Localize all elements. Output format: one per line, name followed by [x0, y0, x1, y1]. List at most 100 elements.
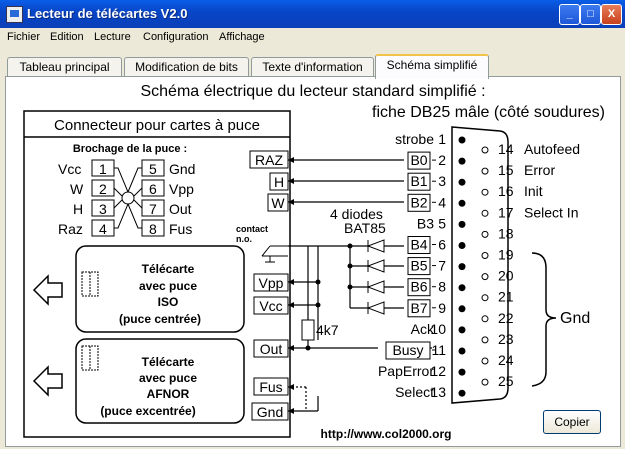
db25-bit-label: B4 — [410, 237, 427, 253]
chip-name-out: Out — [169, 201, 192, 217]
signal-h: H — [274, 174, 284, 190]
db25-pin-label: strobe — [395, 131, 434, 147]
chip-num-7: 7 — [149, 201, 157, 217]
chip-num-5: 5 — [149, 161, 157, 177]
db25-pin-label: Ack — [411, 321, 435, 337]
signal-arrows — [288, 157, 294, 414]
db25-pin-number: 2 — [438, 152, 446, 168]
menu-affichage[interactable]: Affichage — [219, 31, 265, 43]
tab-tableau-principal[interactable]: Tableau principal — [7, 57, 122, 77]
chip-name-h: H — [73, 201, 83, 217]
signal-vcc: Vcc — [259, 298, 282, 314]
copy-button[interactable]: Copier — [543, 410, 601, 434]
chip-name-gnd: Gnd — [169, 161, 195, 177]
website-url: http://www.col2000.org — [321, 427, 452, 441]
window-title: Lecteur de télécartes V2.0 — [27, 6, 188, 21]
db25-pin-number: 12 — [430, 363, 446, 379]
db25-bit-box — [407, 193, 431, 212]
card-afnor-line2: avec puce — [139, 371, 197, 385]
db25-pin-23 — [481, 336, 489, 344]
maximize-button[interactable]: □ — [580, 4, 601, 25]
menu-lecture[interactable]: Lecture — [94, 31, 131, 43]
db25-pin-label: Error — [524, 162, 555, 178]
db25-pin-number: 6 — [438, 237, 446, 253]
chip-name-w: W — [70, 181, 84, 197]
db25-pin-number: 7 — [438, 258, 446, 274]
db25-bit-label: B2 — [410, 194, 427, 210]
db25-pin-label: Select In — [524, 204, 578, 220]
db25-bit-box — [385, 341, 431, 360]
db25-pin-number: 25 — [498, 373, 514, 389]
title-bar[interactable]: Lecteur de télécartes V2.0 _ □ X — [0, 0, 625, 28]
chip-num-4: 4 — [99, 221, 107, 237]
db25-pin-label: B3 — [417, 215, 434, 231]
db25-bit-label: Busy — [392, 342, 423, 358]
db25-bit-box — [407, 278, 431, 297]
insert-arrow-icon — [32, 365, 63, 397]
db25-pin-number: 22 — [498, 310, 514, 326]
chip-name-vpp: Vpp — [169, 181, 194, 197]
db25-pin-22 — [481, 315, 489, 323]
pinout-title: Brochage de la puce : — [73, 143, 187, 155]
db25-pin-10 — [458, 326, 466, 334]
connector-title: Connecteur pour cartes à puce — [54, 117, 260, 134]
gnd-bracket — [531, 252, 557, 387]
db25-pin-17 — [481, 209, 489, 217]
db25-pin-number: 20 — [498, 268, 514, 284]
db25-pin-number: 13 — [430, 384, 446, 400]
signal-gnd: Gnd — [257, 404, 283, 420]
db25-bit-label: B5 — [410, 258, 427, 274]
card-iso-line4: (puce centrée) — [119, 312, 201, 326]
resistor-label: 4k7 — [316, 322, 339, 338]
chip-num-3: 3 — [99, 201, 107, 217]
db25-pin-24 — [481, 357, 489, 365]
menu-fichier[interactable]: Fichier — [7, 31, 41, 43]
app-icon[interactable] — [6, 6, 23, 23]
chip-num-8: 8 — [149, 221, 157, 237]
db25-pin-14 — [481, 146, 489, 154]
diode-3 — [366, 280, 385, 294]
db25-pin-4 — [458, 199, 466, 207]
chip-num-2: 2 — [99, 181, 107, 197]
card-iso-line2: avec puce — [139, 279, 197, 293]
menu-configuration[interactable]: Configuration — [143, 31, 209, 43]
db25-pin-7 — [458, 263, 466, 271]
diode-2 — [366, 259, 385, 273]
minimize-button[interactable]: _ — [559, 4, 580, 25]
chip-name-fus: Fus — [169, 221, 192, 237]
chip-num-6: 6 — [149, 181, 157, 197]
menu-bar: Fichier Edition Lecture Configuration Af… — [0, 28, 625, 46]
db25-pin-21 — [481, 294, 489, 302]
db25-pin-6 — [458, 242, 466, 249]
signal-w: W — [271, 195, 285, 211]
tab-texte-information[interactable]: Texte d'information — [251, 57, 374, 77]
signal-out: Out — [260, 341, 283, 357]
close-button[interactable]: X — [601, 4, 622, 25]
db25-pin-number: 8 — [438, 279, 446, 295]
db25-pin-number: 5 — [438, 215, 446, 231]
tab-schema-simplifie[interactable]: Schéma simplifié — [375, 54, 489, 79]
db25-pin-1 — [458, 136, 466, 144]
tab-modification-de-bits[interactable]: Modification de bits — [124, 57, 249, 77]
db25-pin-11 — [458, 347, 466, 355]
db25-pin-number: 11 — [431, 342, 446, 358]
resistor — [301, 319, 315, 341]
db25-pin-number: 15 — [498, 162, 514, 178]
db25-pin-label: Select — [395, 384, 434, 400]
contact-label-2: n.o. — [236, 234, 252, 244]
db25-left-pins: 1strobe2B03B14B25B36B47B58B69B710Ack11Bu… — [378, 131, 466, 400]
card-afnor-line3: AFNOR — [147, 387, 190, 401]
card-afnor — [75, 338, 245, 424]
gnd-bracket-label: Gnd — [560, 310, 590, 327]
db25-pin-number: 4 — [438, 194, 446, 210]
db25-pin-15 — [481, 167, 489, 175]
card-iso-line3: ISO — [158, 295, 179, 309]
chip-traces — [113, 167, 143, 229]
db25-bit-box — [407, 299, 431, 318]
db25-connector — [451, 126, 509, 404]
menu-edition[interactable]: Edition — [50, 31, 84, 43]
db25-pin-number: 9 — [438, 300, 446, 316]
db25-pin-number: 18 — [498, 225, 514, 241]
db25-pin-number: 14 — [498, 141, 514, 157]
